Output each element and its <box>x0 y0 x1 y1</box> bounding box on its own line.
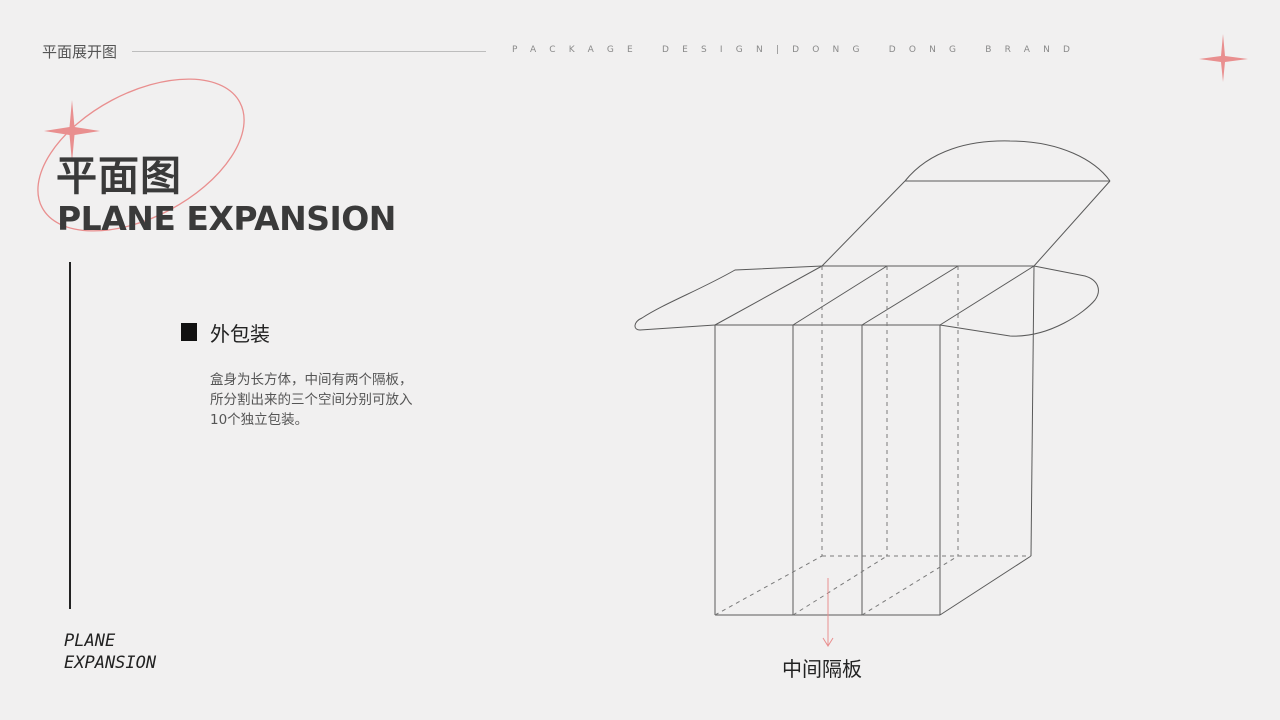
section-description: 盒身为长方体，中间有两个隔板， 所分割出来的三个空间分别可放入 10个独立包装。 <box>210 370 480 430</box>
header-title: 平面展开图 <box>42 43 118 61</box>
sparkle-icon-top-right <box>1199 34 1248 82</box>
footer-label: PLANE EXPANSION <box>64 630 156 674</box>
vertical-divider <box>69 262 71 609</box>
footer-label-line: EXPANSION <box>64 653 157 673</box>
header-tagline: PACKAGE DESIGN|DONG DONG BRAND <box>512 45 1084 55</box>
description-line: 盒身为长方体，中间有两个隔板， <box>210 372 413 388</box>
header-divider <box>132 51 486 52</box>
section-heading: 外包装 <box>210 322 270 346</box>
page-title: 平面图 <box>56 152 182 200</box>
description-line: 10个独立包装。 <box>210 412 309 428</box>
description-line: 所分割出来的三个空间分别可放入 <box>210 392 413 408</box>
callout-arrow <box>822 578 834 647</box>
page-subtitle: PLANE EXPANSION <box>57 199 396 238</box>
footer-label-line: PLANE <box>64 631 116 651</box>
callout-label: 中间隔板 <box>782 657 862 681</box>
sparkle-icon <box>44 100 100 162</box>
box-diagram <box>634 140 1111 616</box>
square-bullet-icon <box>181 323 197 341</box>
accent-ellipse <box>37 78 245 232</box>
